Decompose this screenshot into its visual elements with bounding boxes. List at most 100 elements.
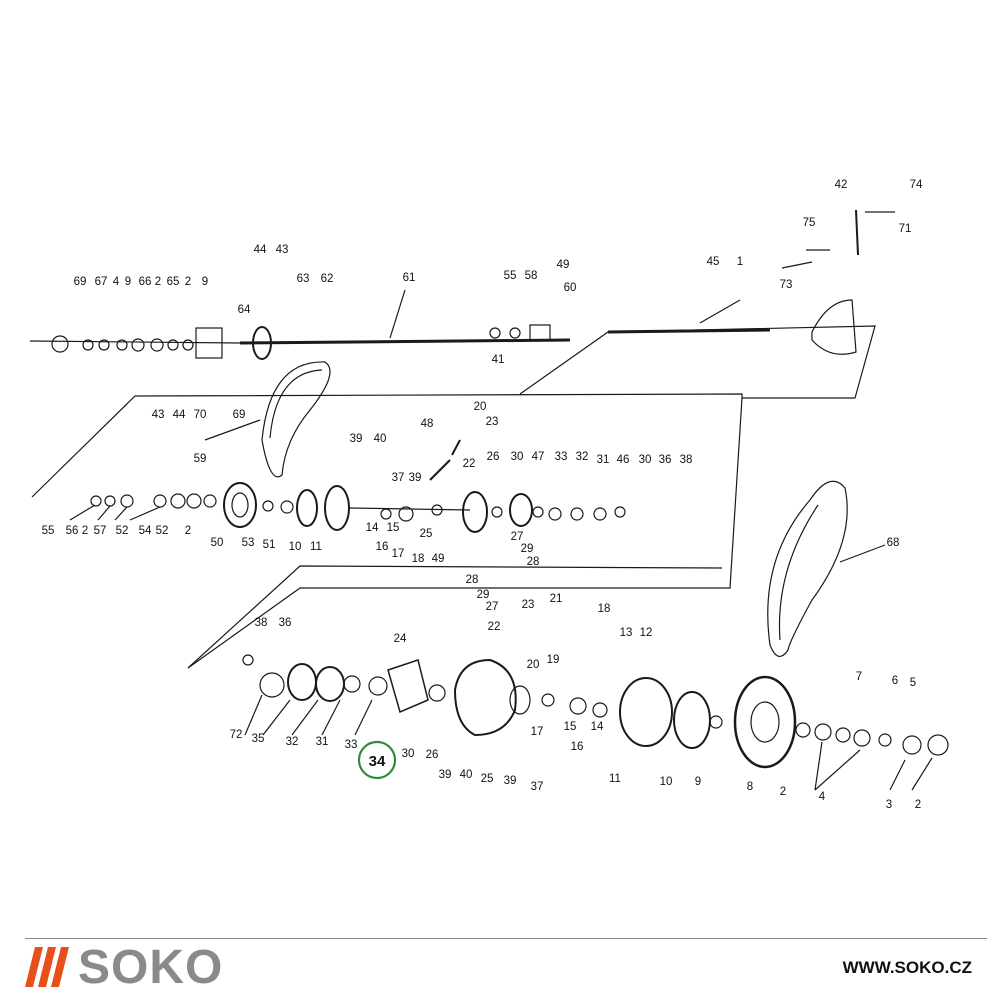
callout-label: 9 (695, 776, 701, 788)
callout-label: 8 (747, 781, 753, 793)
callout-label: 29 (477, 589, 490, 601)
callout-label: 3 (886, 799, 892, 811)
callout-label: 70 (194, 409, 207, 421)
callout-label: 10 (660, 776, 673, 788)
callout-label: 16 (571, 741, 584, 753)
callout-label: 17 (392, 548, 405, 560)
callout-label: 74 (910, 179, 923, 191)
callout-label: 54 (139, 525, 152, 537)
callout-label: 62 (321, 273, 334, 285)
callout-label: 49 (557, 259, 570, 271)
callout-label: 38 (255, 617, 268, 629)
callout-label: 47 (532, 451, 545, 463)
footer-divider (25, 938, 987, 939)
callout-label: 9 (125, 276, 131, 288)
callout-label: 50 (211, 537, 224, 549)
callout-label: 2 (185, 276, 191, 288)
callout-label: 27 (511, 531, 524, 543)
callout-label: 22 (463, 458, 476, 470)
callout-label: 36 (279, 617, 292, 629)
callout-label: 7 (856, 671, 862, 683)
callout-label: 73 (780, 279, 793, 291)
callout-label: 18 (412, 553, 425, 565)
callout-label: 72 (230, 729, 243, 741)
callout-label: 32 (286, 736, 299, 748)
callout-label: 52 (156, 525, 169, 537)
callout-label: 14 (366, 522, 379, 534)
callout-label: 4 (113, 276, 120, 288)
callout-label: 9 (202, 276, 208, 288)
callout-label: 43 (276, 244, 289, 256)
callout-label: 38 (680, 454, 693, 466)
callout-label: 16 (376, 541, 389, 553)
callout-label: 43 (152, 409, 165, 421)
callout-label: 55 (42, 525, 55, 537)
callout-label: 18 (598, 603, 611, 615)
callout-label: 51 (263, 539, 276, 551)
callout-label: 33 (555, 451, 568, 463)
callout-label: 33 (345, 739, 358, 751)
callout-label: 56 (66, 525, 79, 537)
callout-label: 24 (394, 633, 407, 645)
callout-label: 28 (466, 574, 479, 586)
callout-label: 23 (522, 599, 535, 611)
callout-label: 55 (504, 270, 517, 282)
callout-label: 44 (254, 244, 267, 256)
callout-label: 6 (892, 675, 898, 687)
callout-label: 27 (486, 601, 499, 613)
callout-label: 13 (620, 627, 633, 639)
callout-label: 35 (252, 733, 265, 745)
callout-label: 11 (310, 541, 322, 553)
callout-label: 28 (527, 556, 540, 568)
callout-label: 15 (564, 721, 577, 733)
callout-label: 69 (74, 276, 87, 288)
callout-label: 64 (238, 304, 251, 316)
callout-label: 4 (819, 791, 826, 803)
callout-label: 52 (116, 525, 129, 537)
callout-label: 22 (488, 621, 501, 633)
callout-label: 21 (550, 593, 563, 605)
highlighted-callout-34: 34 (357, 740, 397, 780)
callout-label: 25 (420, 528, 433, 540)
callout-label: 11 (609, 773, 621, 785)
callout-label: 46 (617, 454, 630, 466)
callout-label: 44 (173, 409, 186, 421)
callout-label: 19 (547, 654, 560, 666)
callout-label: 5 (910, 677, 916, 689)
callout-label: 75 (803, 217, 816, 229)
callout-label: 31 (316, 736, 329, 748)
callout-label: 37 (392, 472, 405, 484)
callout-label: 30 (639, 454, 652, 466)
callout-label: 2 (82, 525, 88, 537)
highlighted-callout-label: 34 (369, 753, 386, 770)
callout-label: 60 (564, 282, 577, 294)
callout-label: 2 (185, 525, 191, 537)
callout-label: 49 (432, 553, 445, 565)
callout-label: 20 (474, 401, 487, 413)
callout-label: 10 (289, 541, 302, 553)
callout-label: 14 (591, 721, 604, 733)
website-url: WWW.SOKO.CZ (842, 958, 972, 977)
callout-label: 2 (155, 276, 161, 288)
callout-label: 17 (531, 726, 544, 738)
callout-label: 69 (233, 409, 246, 421)
callout-label: 40 (460, 769, 473, 781)
callout-label: 2 (915, 799, 921, 811)
brand-name: SOKO (78, 940, 224, 994)
callout-label: 15 (387, 522, 400, 534)
callout-label: 53 (242, 537, 255, 549)
callout-label: 32 (576, 451, 589, 463)
callout-label: 66 (139, 276, 152, 288)
callout-label: 63 (297, 273, 310, 285)
callout-label: 25 (481, 773, 494, 785)
callout-label: 30 (511, 451, 524, 463)
callout-label: 71 (899, 223, 912, 235)
callout-label: 39 (409, 472, 422, 484)
callout-label: 20 (527, 659, 540, 671)
brand-bars-icon (25, 947, 69, 987)
callout-label: 26 (487, 451, 500, 463)
callout-label: 61 (403, 272, 416, 284)
callout-label: 40 (374, 433, 387, 445)
callout-label: 57 (94, 525, 107, 537)
